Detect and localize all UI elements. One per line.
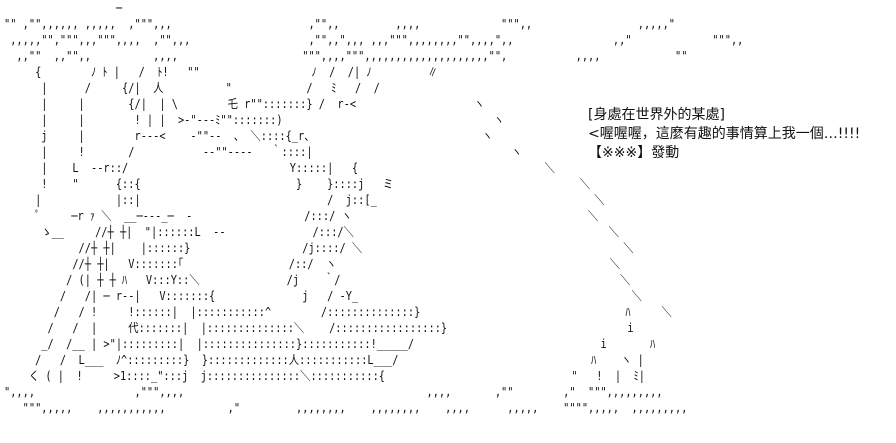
ascii-art-line: | | {/| | \ 乇 r"":::::::} / r‐< ヽ [41,97,485,111]
ascii-art-line: ",,,, ,""",,,, ,,,, ,"" ," """,,,,,,,,, [4,385,663,399]
ascii-art-line: / / | 代:::::::| |::::::::::::::＼ /::::::… [47,321,634,335]
ascii-art-line: | / {/| 人 " / ﾐ / / [41,81,380,95]
caption-activation-line: 【※※※】發動 [588,145,680,161]
ascii-art-line: { ﾉ ﾄ | / ﾄ! "" ﾉ / /| ﾉ ∥ [35,65,438,79]
ascii-art-line: //┼ ┼| V:::::::｢ /::/ ヽ ＼ [72,257,621,271]
ascii-art-line: ,,,,,"",""",,,""",,,, ,"",,, ,"",,",,, ,… [10,33,744,47]
ascii-art-line: / / ! !::::::| |:::::::::::^ /::::::::::… [53,305,672,319]
ascii-art-line: | | ! | | >‐"‐‐‐ﾐ"":::::::) ヽ [41,113,505,127]
caption-block: [身處在世界外的某處] <喔喔喔，這麼有趣的事情算上我一個…!!!! 【※※※】… [588,106,860,163]
ascii-art-line: | |::| / j::[_ ＼ [35,193,605,207]
ascii-art-line: ゝ__ //┼ ┼| "|::::::L ‐‐ /:::/＼ ＼ [41,225,620,239]
ascii-art-line: / / L___ ﾉ^:::::::::} }:::::::::::::人:::… [35,353,644,367]
caption-location-line: [身處在世界外的某處] [588,107,725,123]
ascii-art-line: | ! / ‐‐""‐‐‐‐ ｀::::| ヽ [41,145,522,159]
ascii-art-line: ! " {::{ } }::::j ミ ＼ [41,177,591,191]
ascii-art-line: //┼ ┼| |::::::} /j::::/ ＼ ＼ [78,241,634,255]
ascii-art-line: / /| ─ r‐‐| V:::::::{ j / ‐Y_ ＼ [59,289,642,303]
ascii-art-line: _/ /__ | >"|:::::::::| |:::::::::::::::}… [41,337,656,351]
ascii-art-line: ,,"" ,,"",, ,,,, """,,,,""",,,,,,,,,,,,,… [16,49,688,63]
ascii-art-figure: ─ "" ,"",,,,,, ,,,,, ,""",,, ,"",, ,,,, … [4,0,743,416]
ascii-art-line: | L ‐‐r::/ Y:::::| { ＼ [41,161,555,175]
ascii-art-line: """,,,,, ,,,,,,,,,,, ," ,,,,,,,, ,,,,,,,… [22,401,688,415]
ascii-art-line: "" ,"",,,,,, ,,,,, ,""",,, ,"",, ,,,, ""… [4,17,676,31]
ascii-art-line: ﾟ ─r ｧ ＼ __─‐‐‐_─ ‐ /:::/ ヽ ＼ [35,209,599,223]
ascii-art-line: ─ [115,1,123,15]
ascii-art-line: / (| ┼ ┼ ﾊ V:::Y::＼ /j ｀/ ＼ [66,273,631,287]
ascii-art-line: j | r‐‐‐< ‐""‐‐ 、 ＼::::{_r、 ヽ [41,129,493,143]
ascii-art-line: く ( | ! >1::::_":::j j:::::::::::::::＼::… [28,369,645,383]
caption-speech-line: <喔喔喔，這麼有趣的事情算上我一個…!!!! [588,126,861,142]
